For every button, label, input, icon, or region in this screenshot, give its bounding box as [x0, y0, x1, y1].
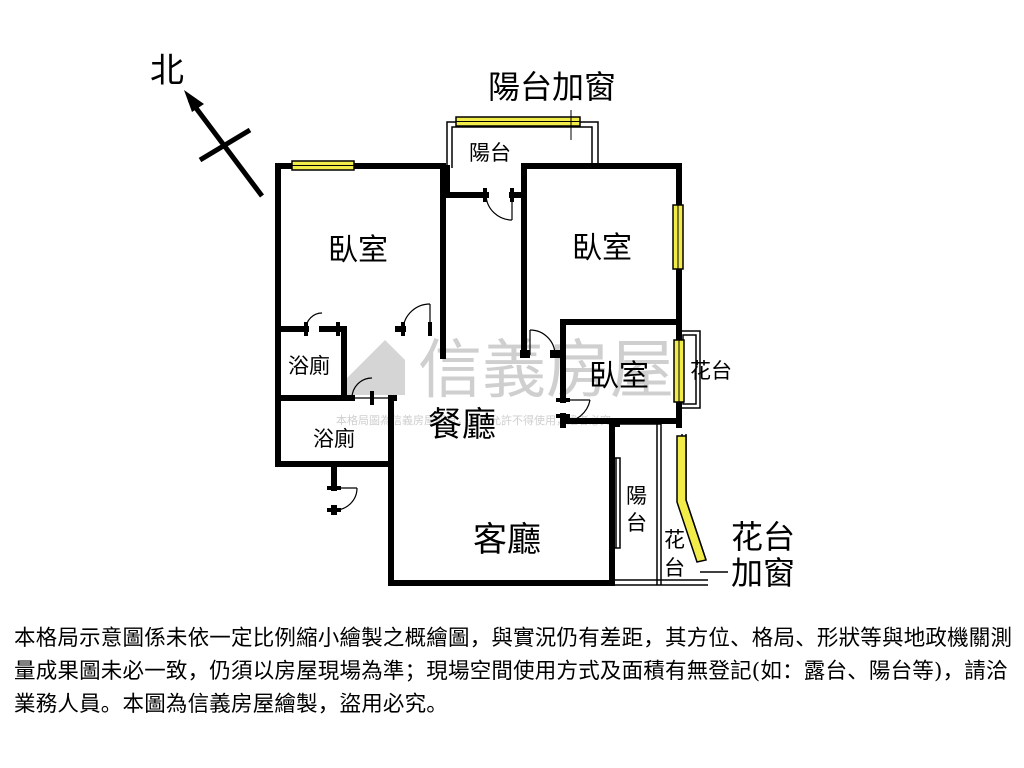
watermark-logo-icon	[345, 340, 405, 395]
watermark-notice: 本格局圖為信義房屋所有，未經允許不得使用，違者必究	[336, 413, 611, 427]
flower-window-label-2: 加窗	[731, 554, 795, 592]
watermark-brand: 信義房屋	[418, 334, 674, 408]
flower-bed-bottom-label-2: 台	[664, 556, 685, 580]
watermark: 信義房屋 本格局圖為信義房屋所有，未經允許不得使用，違者必究	[336, 334, 674, 427]
door-jambs	[304, 188, 570, 512]
bedroom-left-label: 臥室	[328, 233, 388, 268]
bath-2-label: 浴廁	[313, 427, 355, 451]
balcony-top-label: 陽台	[469, 141, 511, 165]
bedroom-right-label: 臥室	[572, 231, 632, 266]
flower-window-label-1: 花台	[731, 518, 795, 556]
flower-bed-bottom-label-1: 花	[664, 528, 685, 552]
flower-bed-top-label-2: 花台	[690, 359, 732, 383]
north-label: 北	[150, 51, 184, 91]
north-compass: 北	[150, 51, 264, 198]
north-arrow-icon	[184, 90, 204, 112]
bedroom-small-label: 臥室	[589, 359, 649, 394]
window-flower-bed	[676, 435, 707, 563]
disclaimer-text: 本格局示意圖係未依一定比例縮小繪製之概繪圖，與實況仍有差距，其方位、格局、形狀等…	[14, 626, 1013, 717]
floor-plan: 北 信義房屋 本格局圖為信義房屋所有，未經允許不得使用，違者必究	[150, 51, 795, 592]
balcony-right-label-char-1: 陽	[626, 484, 647, 508]
balcony-right-label: 陽 台	[626, 484, 647, 535]
dining-label: 餐廳	[428, 405, 496, 445]
living-label: 客廳	[473, 520, 541, 560]
balcony-window-label: 陽台加窗	[488, 68, 616, 106]
bath-1-label: 浴廁	[288, 354, 330, 378]
window-mullions	[292, 110, 680, 402]
balcony-right-label-char-2: 台	[626, 511, 647, 535]
walls	[275, 163, 682, 586]
